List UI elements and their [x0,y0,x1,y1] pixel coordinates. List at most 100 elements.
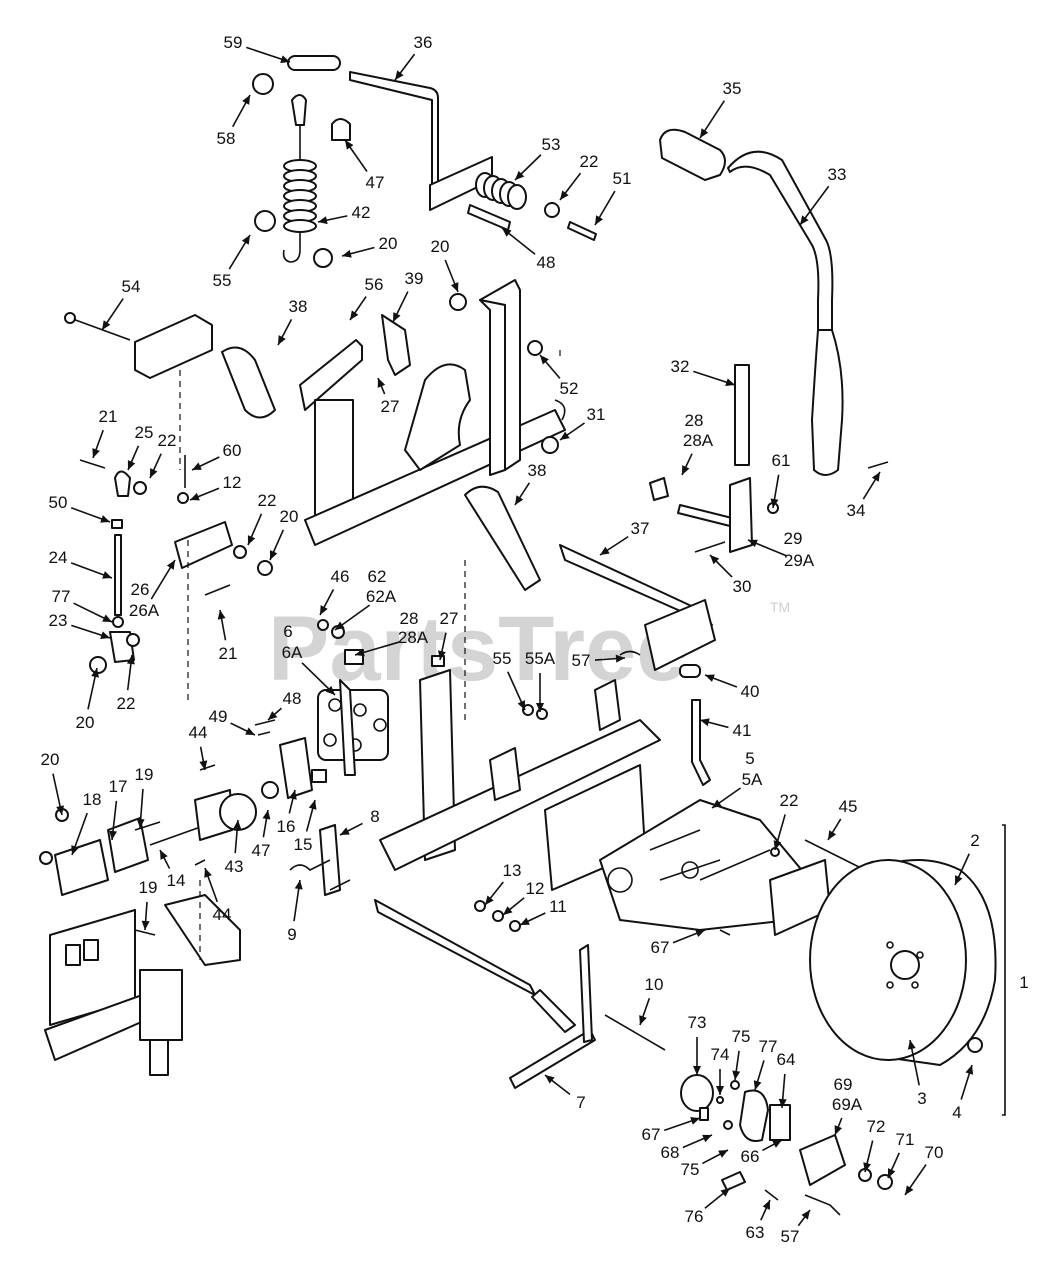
callout-arrowhead [515,170,525,180]
callout-label-15: 15 [294,835,313,854]
callout-arrowhead [545,1075,555,1084]
callout-arrowhead [485,895,494,905]
callout-label-31: 31 [587,405,606,424]
callout-arrowhead [888,1168,896,1178]
callout-arrowhead [965,1065,974,1075]
callout-label-25: 25 [135,423,154,442]
callout-arrowhead [693,1066,701,1075]
callout-arrowhead [280,55,290,63]
callout-arrowhead [127,460,136,470]
callout-arrowhead [515,495,524,505]
callout-arrowhead [278,335,286,345]
callout-label-38: 38 [289,297,308,316]
callout-arrowhead [141,920,150,930]
callout-arrowhead [335,621,345,630]
callout-label-51: 51 [613,169,632,188]
callout-label-61: 61 [772,451,791,470]
callout-label-62: 62 [368,567,387,586]
callout-arrowhead [700,128,709,138]
callout-arrowhead [377,378,386,388]
callout-label-44: 44 [189,723,208,742]
callout-label-27: 27 [381,397,400,416]
callout-label-20: 20 [431,237,450,256]
callout-arrowhead [517,700,525,710]
callout-label-70: 70 [925,1143,944,1162]
callout-label-30: 30 [733,577,752,596]
callout-arrowhead [720,1188,730,1197]
callout-label-17: 17 [109,777,128,796]
callout-arrowhead [126,655,135,665]
transaxle [599,799,831,936]
callout-label-40: 40 [741,682,760,701]
callout-label-42: 42 [352,203,371,222]
callout-arrowhead [325,685,335,695]
callout-label-27: 27 [440,609,459,628]
callout-arrowhead [199,760,208,770]
callout-arrowhead [615,654,625,663]
callout-arrowhead [340,827,350,835]
callout-arrowhead [100,515,110,523]
callout-arrowhead [56,805,64,815]
callout-label-75: 75 [681,1160,700,1179]
control-lever [287,55,493,211]
valve-body [317,679,389,776]
callout-arrowhead [778,1098,787,1108]
callout-arrowhead [536,703,544,712]
callout-label-39: 39 [405,269,424,288]
callout-arrowhead [190,492,200,501]
callout-arrowhead [160,850,168,860]
callout-label-20: 20 [76,713,95,732]
callout-arrowhead [109,830,117,840]
callout-arrowhead [753,1080,762,1090]
callout-arrowhead [800,215,809,225]
callout-arrowhead [269,550,278,560]
callout-label-32: 32 [671,357,690,376]
callout-label-57: 57 [781,1227,800,1246]
callout-arrowhead [102,571,112,579]
callout-label-36: 36 [414,33,433,52]
callout-arrowhead [242,95,250,105]
callout-label-53: 53 [542,135,561,154]
callout-label-5: 5 [745,749,754,768]
callout-arrowhead [308,800,317,810]
callout-label-77: 77 [759,1037,778,1056]
callout-label-62a: 62A [366,587,397,606]
shift-handle [659,128,844,476]
callout-label-21: 21 [219,644,238,663]
callout-label-8: 8 [370,807,379,826]
callout-label-22: 22 [580,152,599,171]
callout-label-26a: 26A [129,601,160,620]
callout-arrowhead [955,875,963,885]
callout-arrowhead [503,906,513,915]
callout-label-55: 55 [493,649,512,668]
watermark-trademark: TM [770,599,790,615]
callout-label-22: 22 [158,431,177,450]
callout-label-73: 73 [688,1013,707,1032]
callout-label-58: 58 [217,129,236,148]
callout-arrowhead [92,448,100,458]
callout-label-41: 41 [733,721,752,740]
callout-arrowhead [71,845,79,855]
callout-label-46: 46 [331,567,350,586]
callout-label-72: 72 [867,1117,886,1136]
callout-arrowhead [204,868,212,878]
callout-arrowhead [350,310,359,320]
callout-label-10: 10 [645,975,664,994]
callout-arrowhead [828,830,837,840]
callout-arrowhead [801,1210,810,1220]
compression-spring [475,172,527,210]
callout-arrowhead [600,546,610,555]
callout-label-74: 74 [711,1045,730,1064]
callout-label-3: 3 [917,1089,926,1108]
callout-arrowhead [690,1117,700,1125]
callout-label-67: 67 [642,1125,661,1144]
lower-left-frame [44,894,241,1076]
callout-label-47: 47 [366,173,385,192]
callout-label-19: 19 [139,878,158,897]
callout-arrowhead [450,282,459,292]
callout-arrowhead [748,539,758,548]
callout-label-20: 20 [41,750,60,769]
callout-arrowhead [247,535,256,545]
callout-label-20: 20 [379,234,398,253]
callout-label-4: 4 [952,1103,961,1122]
